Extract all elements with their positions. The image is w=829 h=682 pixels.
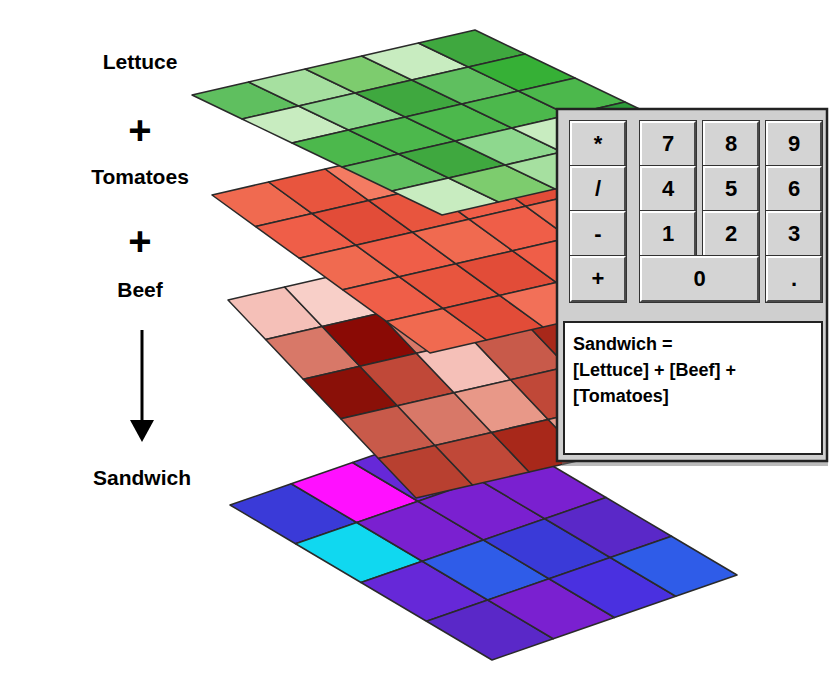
key-label: 8 [725,131,737,157]
calculator-key: / [570,166,626,212]
calculator-key: 9 [766,121,822,167]
layer-label: Sandwich [93,466,191,490]
calculator-key: 8 [703,121,759,167]
calculator-key: 2 [703,211,759,257]
calculator-key: 4 [640,166,696,212]
key-label: + [592,266,605,292]
calculator-key: * [570,121,626,167]
key-label: 2 [725,221,737,247]
key-label: 5 [725,176,737,202]
formula-box: Sandwich = [Lettuce] + [Beef] + [Tomatoe… [563,321,823,455]
calculator-key: 5 [703,166,759,212]
key-label: . [791,266,797,292]
down-arrow [141,330,144,424]
plus-sign: + [128,108,151,153]
key-label: 9 [788,131,800,157]
key-label: - [594,221,601,247]
key-label: 6 [788,176,800,202]
arrow-head [130,420,154,442]
panel-shadow [562,114,828,466]
calculator-key: 3 [766,211,822,257]
layer-label: Lettuce [103,50,178,74]
key-label: * [594,131,603,157]
layer-label: Beef [117,278,163,302]
calculator-panel [557,109,827,461]
key-label: 1 [662,221,674,247]
calculator-key: 0 [640,256,759,302]
calculator-key: - [570,211,626,257]
calculator-key: + [570,256,626,302]
plus-sign: + [128,219,151,264]
key-label: 0 [693,266,705,292]
calculator-key: 1 [640,211,696,257]
calculator-key: . [766,256,822,302]
formula-text: Sandwich = [Lettuce] + [Beef] + [Tomatoe… [573,331,751,409]
layer-label: Tomatoes [91,165,189,189]
calculator-key: 7 [640,121,696,167]
key-label: / [595,176,601,202]
lettuce-layer [192,30,725,215]
raster-cell [610,536,737,596]
key-label: 7 [662,131,674,157]
key-label: 3 [788,221,800,247]
key-label: 4 [662,176,674,202]
calculator-key: 6 [766,166,822,212]
